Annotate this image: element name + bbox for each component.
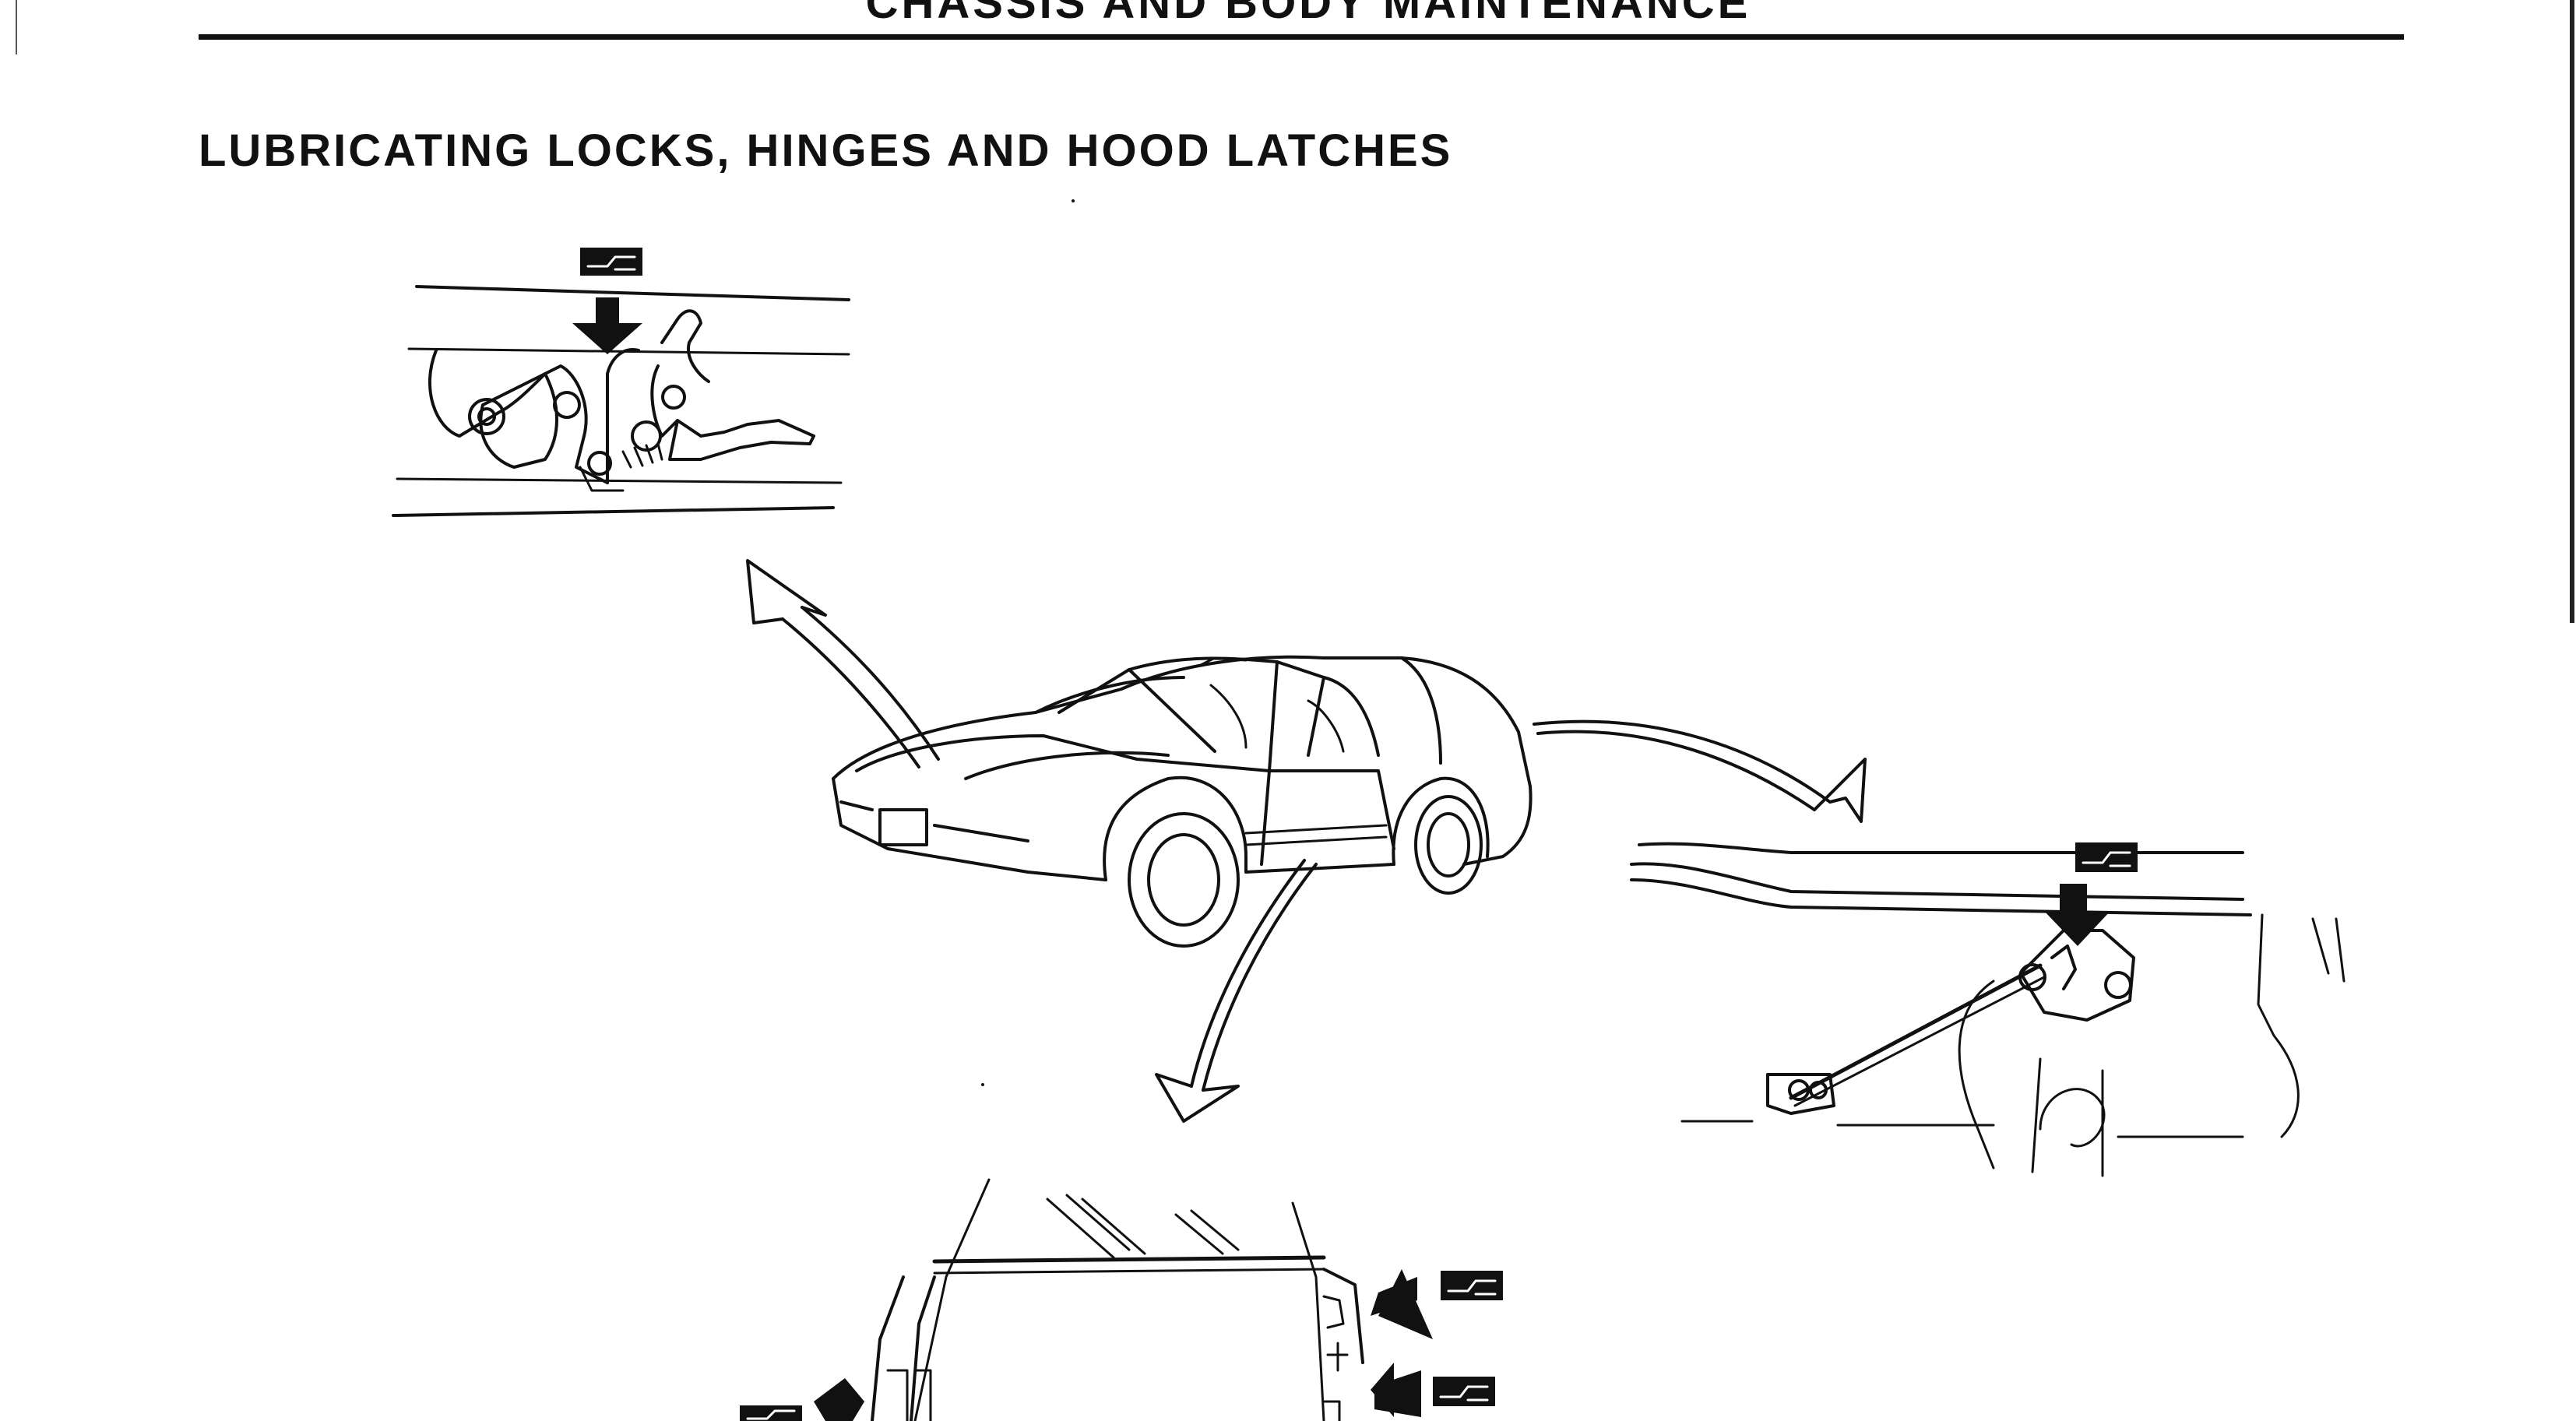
pointer-arrow-door <box>1155 859 1318 1123</box>
pointer-arrow-trunk <box>1533 719 1867 823</box>
lubricant-symbol <box>1433 1377 1495 1406</box>
door-hinge-illustration <box>871 1178 1364 1421</box>
lube-arrow <box>1371 1269 1433 1339</box>
pointer-arrow-hood <box>746 559 940 769</box>
scan-edge-mark <box>16 0 17 55</box>
lube-arrow <box>814 1378 864 1421</box>
lubricant-symbol <box>740 1405 802 1421</box>
section-heading: LUBRICATING LOCKS, HINGES AND HOOD LATCH… <box>199 125 1453 176</box>
hood-latch-illustration <box>392 285 850 517</box>
car-illustration <box>832 655 1533 948</box>
scan-edge-mark <box>2570 0 2574 623</box>
lube-arrow <box>1371 1363 1421 1417</box>
page-header-title: CHASSIS AND BODY MAINTENANCE <box>865 0 1751 28</box>
header-rule <box>199 34 2404 40</box>
lubricant-symbol <box>2075 842 2138 872</box>
lubricant-symbol <box>1441 1271 1503 1300</box>
lubricant-symbol <box>580 248 642 276</box>
lube-arrow <box>572 297 642 354</box>
lube-arrow <box>2044 884 2110 946</box>
trunk-latch-illustration <box>1630 842 2345 1177</box>
